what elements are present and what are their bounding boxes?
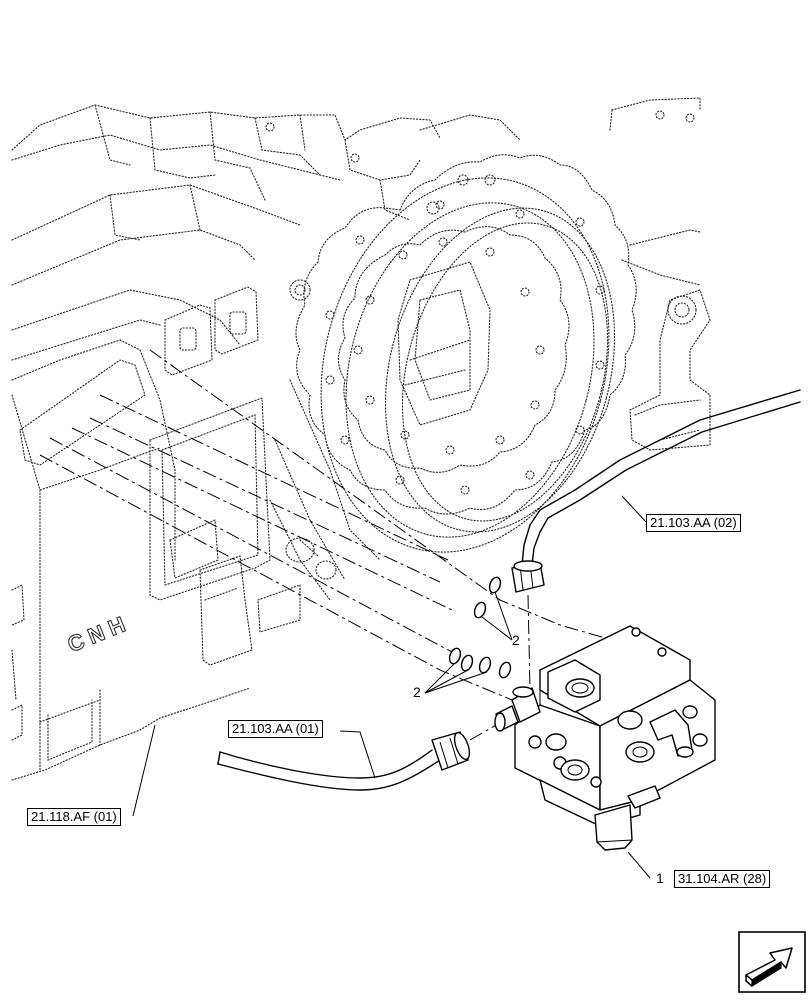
ref-pump-assembly[interactable]: 31.104.AR (28) xyxy=(674,870,771,888)
fuel-line-upper xyxy=(511,389,801,593)
ref-transmission-housing[interactable]: 21.118.AF (01) xyxy=(27,808,121,826)
ref-fuel-line-lower[interactable]: 21.103.AA (01) xyxy=(228,720,323,738)
item-number-seal-upper: 2 xyxy=(512,632,520,648)
item-number-pump: 1 xyxy=(656,870,664,886)
flywheel-flange xyxy=(269,154,711,601)
ref-fuel-line-upper[interactable]: 21.103.AA (02) xyxy=(646,514,741,532)
item-number-seal-lower: 2 xyxy=(413,684,421,700)
pump-assembly xyxy=(494,625,716,879)
exploded-center-lines xyxy=(39,349,641,741)
arrow-next-page-icon[interactable] xyxy=(738,931,806,993)
reference-leaders xyxy=(132,495,647,817)
transmission-housing xyxy=(11,97,701,781)
o-ring-seals xyxy=(424,576,513,694)
fuel-line-lower xyxy=(217,731,471,791)
